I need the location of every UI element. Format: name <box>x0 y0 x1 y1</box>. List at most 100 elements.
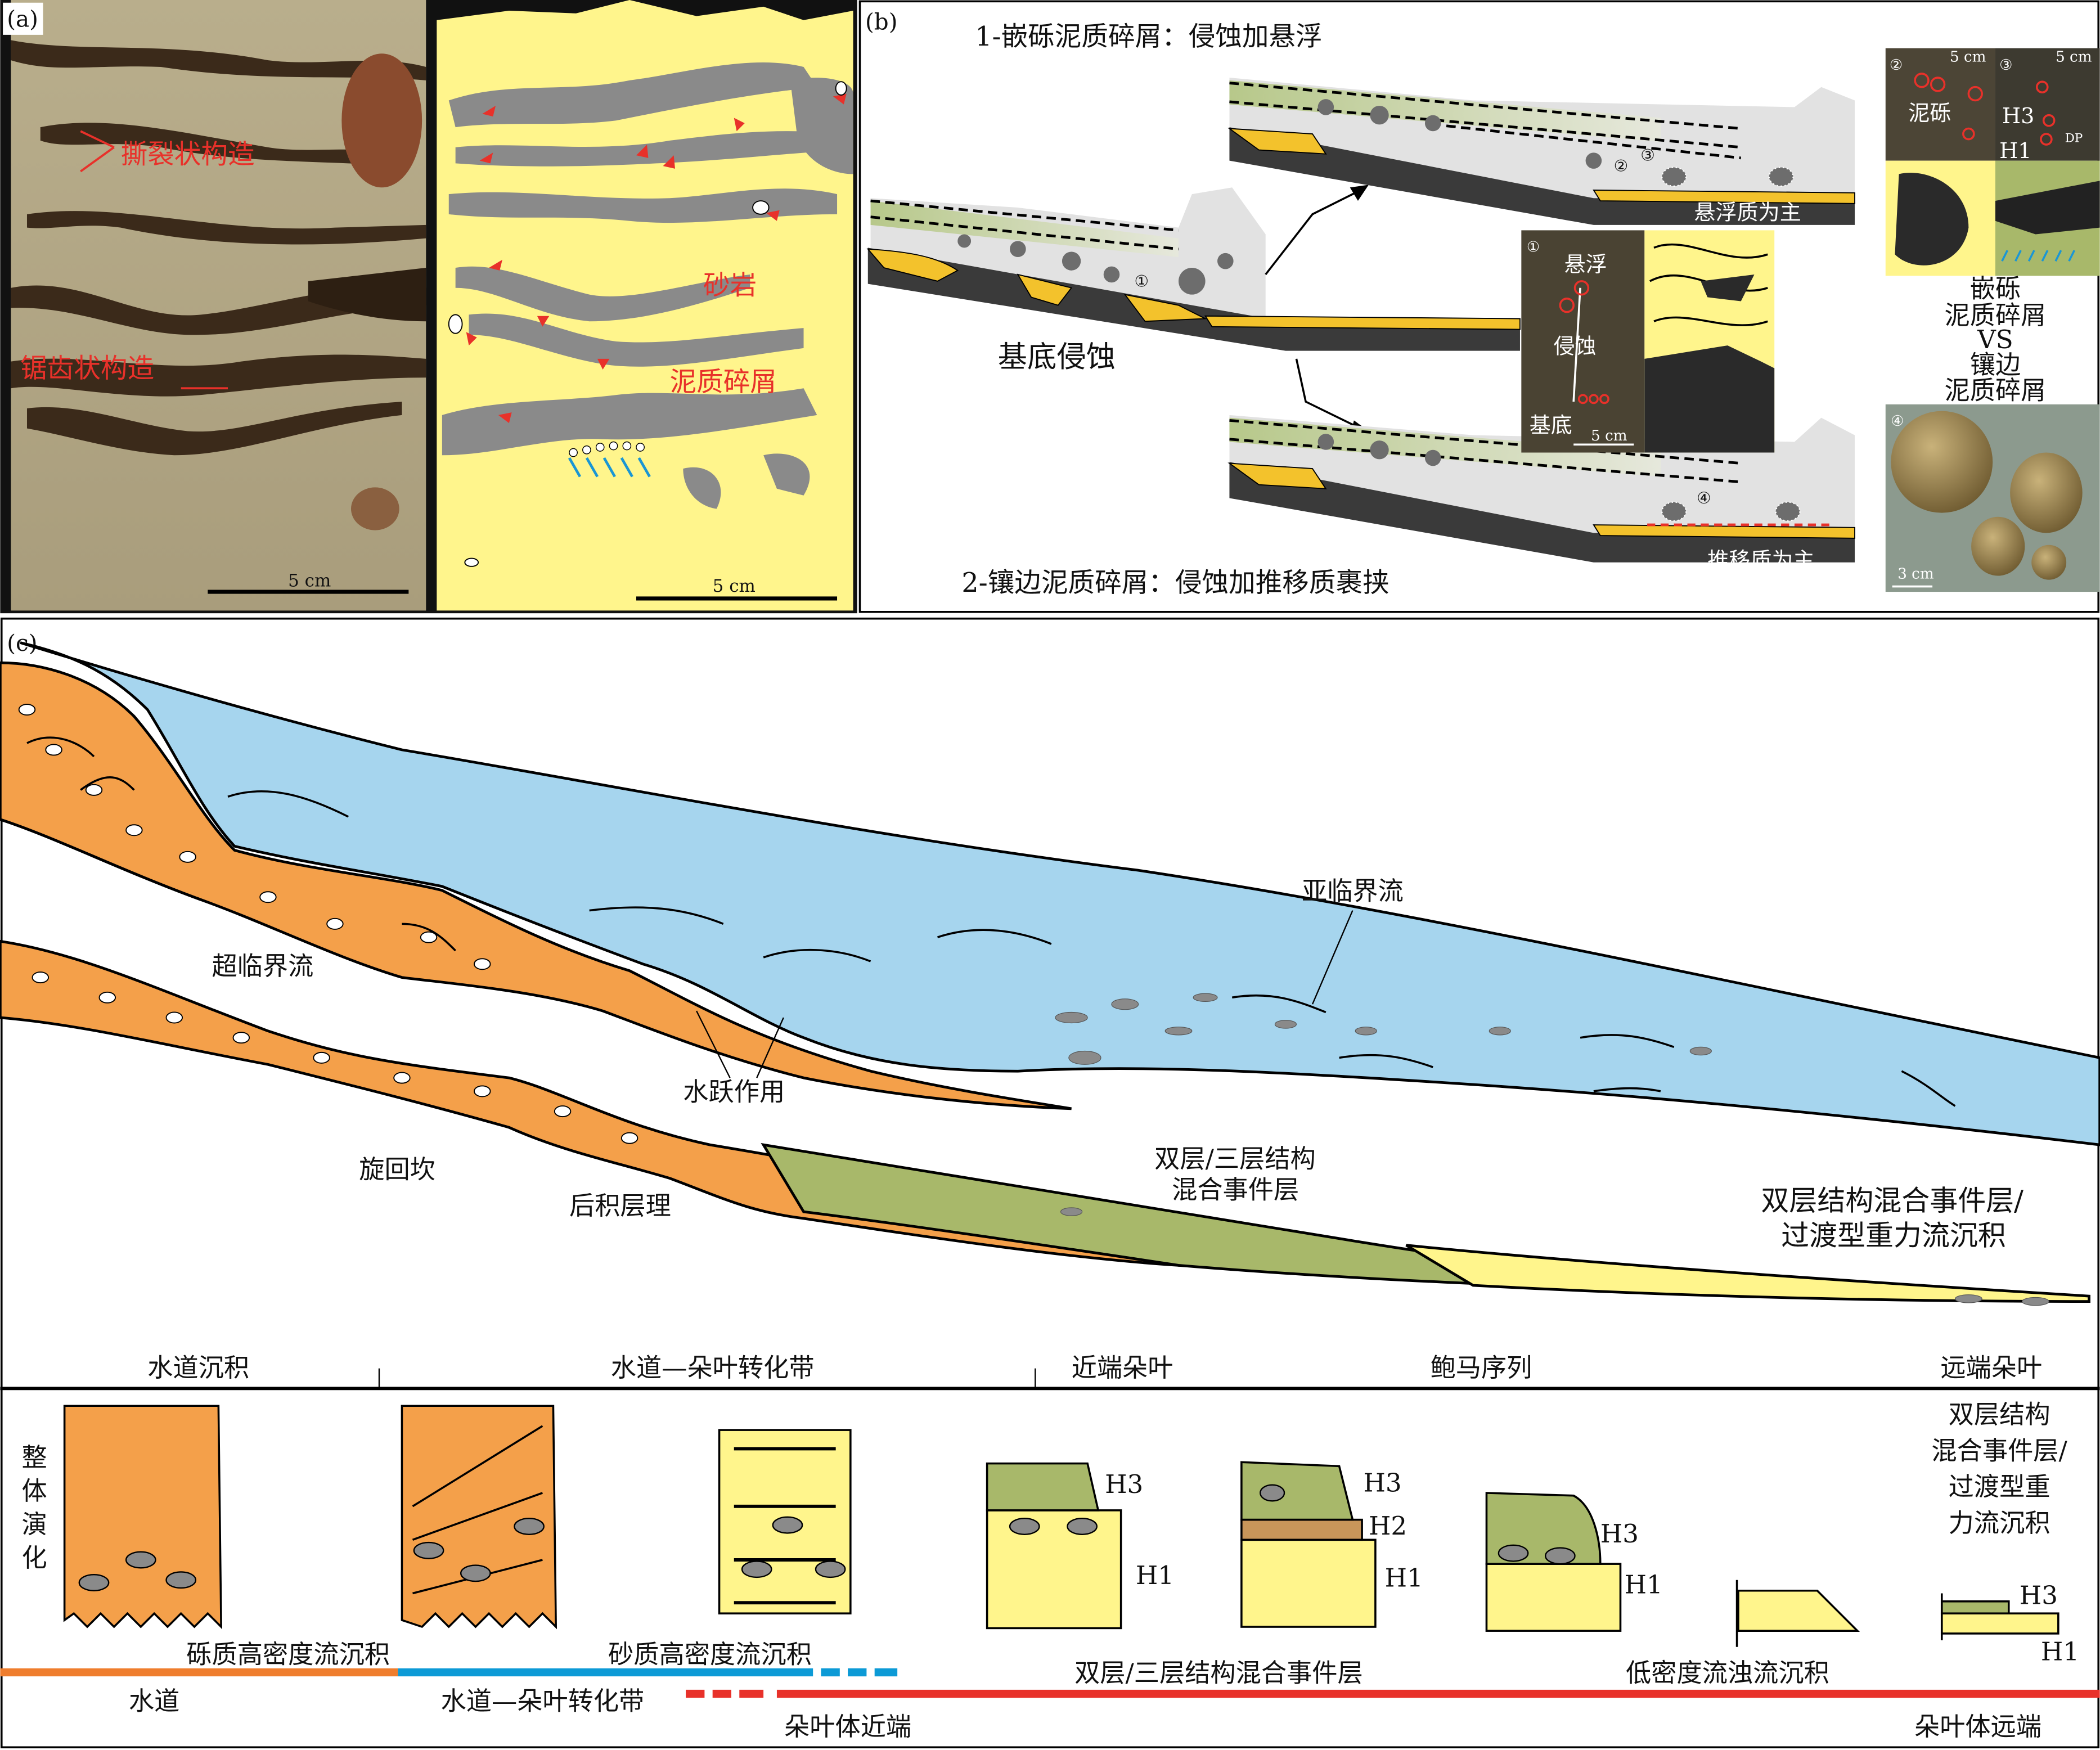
column-hybrid-2layer <box>986 1462 1122 1630</box>
panel-b: (b) 1-嵌砾泥质碎屑：侵蚀加悬浮 2-镶边泥质碎屑：侵蚀加推移质裹挟 基底侵… <box>858 0 2100 613</box>
drawing-scale-label: 5 cm <box>713 576 756 596</box>
h1-label: H1 <box>1385 1563 1423 1593</box>
flow-arrows <box>26 736 1956 1107</box>
turbidity-current <box>20 641 2100 1146</box>
arrow-down <box>1295 358 1367 433</box>
arrow-up <box>1265 186 1367 276</box>
inset-scale: 3 cm <box>1897 565 1934 582</box>
env-transition-label: 水道—朵叶转化带 <box>441 1686 645 1716</box>
erosion-label: 侵蚀 <box>1553 334 1596 358</box>
distal-label-line2: 过渡型重力流沉积 <box>1781 1220 2006 1252</box>
inset-scale: 5 cm <box>1591 428 1627 444</box>
comparison-text: 嵌砾 泥质碎屑 VS 镶边 泥质碎屑 <box>1945 273 2047 405</box>
inset-number: ③ <box>1999 57 2012 74</box>
zone-distal-lobe: 远端朵叶 <box>1940 1353 2042 1383</box>
h2-label: H2 <box>1369 1511 1407 1541</box>
subcritical-flow-label: 亚临界流 <box>1302 876 1404 906</box>
tear-structure-label: 撕裂状构造 <box>121 139 255 170</box>
panel-c: (c) 亚临界流 <box>0 617 2100 1749</box>
inset-number: ④ <box>1891 413 1904 430</box>
h3-label: H3 <box>1600 1519 1639 1549</box>
marker-3: ③ <box>1640 146 1655 165</box>
distal-text-line: 双层结构 <box>1949 1400 2050 1429</box>
mud-clast-label: 泥质碎屑 <box>670 367 777 398</box>
suspension-dominant-label: 悬浮质为主 <box>1694 200 1801 224</box>
marker-2: ② <box>1614 156 1629 176</box>
distal-text-line: 力流沉积 <box>1949 1508 2050 1538</box>
env-distal-lobe-label: 朵叶体远端 <box>1914 1712 2041 1742</box>
distal-text-line: 过渡型重 <box>1949 1472 2050 1502</box>
panel-label-b: (b) <box>865 8 897 35</box>
deposit-gravelly-label: 砾质高密度流沉积 <box>186 1639 390 1669</box>
cyclic-step-label: 旋回坎 <box>359 1155 435 1185</box>
distal-column-text: 双层结构 混合事件层/ 过渡型重 力流沉积 <box>1931 1400 2067 1538</box>
comparison-line: 镶边 <box>1970 350 2021 380</box>
clasts <box>18 704 638 1144</box>
yellow-unit <box>1405 1244 2090 1303</box>
sandstone-label: 砂岩 <box>703 271 757 302</box>
h3-label: H3 <box>2002 104 2034 128</box>
deposit-sandy-label: 砂质高密度流沉积 <box>608 1639 812 1669</box>
core-photo: 撕裂状构造 锯齿状构造 5 cm <box>11 0 426 611</box>
hybrid-label-line2: 混合事件层 <box>1172 1175 1299 1204</box>
env-channel-label: 水道 <box>129 1686 179 1716</box>
h1-label: H1 <box>1625 1570 1663 1600</box>
env-proximal-lobe-label: 朵叶体近端 <box>784 1712 911 1742</box>
column-clasts <box>78 1484 1576 1591</box>
inset-3: ③ 5 cm H3 H1 DP <box>1995 48 2100 276</box>
serrated-structure-label: 锯齿状构造 <box>20 353 154 384</box>
distal-text-line: 混合事件层/ <box>1931 1436 2067 1465</box>
h3-label: H3 <box>1105 1469 1143 1499</box>
title-embedded-clast: 1-嵌砾泥质碎屑：侵蚀加悬浮 <box>975 21 1322 52</box>
column-hybrid-3layer <box>1240 1461 1377 1628</box>
sediment-profile <box>0 641 2100 1303</box>
h1-label: H1 <box>1136 1560 1174 1590</box>
zone-channel: 水道沉积 <box>147 1353 249 1383</box>
hydraulic-jump-label: 水跃作用 <box>683 1077 785 1107</box>
inset-scale: 5 cm <box>1950 48 1986 65</box>
inset-2: ② 5 cm 泥砾 <box>1885 48 1995 276</box>
zone-proximal-lobe: 近端朵叶 <box>1072 1353 1173 1383</box>
h3-label: H3 <box>2020 1581 2058 1610</box>
zone-bouma: 鲍马序列 <box>1431 1353 1532 1383</box>
panel-label-a: (a) <box>7 6 38 33</box>
blue-flame-structures <box>568 457 651 478</box>
backset-bedding-label: 后积层理 <box>569 1191 671 1221</box>
inset-number: ② <box>1890 57 1903 74</box>
distal-label-line1: 双层结构混合事件层/ <box>1761 1185 2023 1217</box>
dp-label: DP <box>2065 131 2083 145</box>
evolution-char: 整 <box>21 1442 47 1472</box>
upper-orange-unit <box>0 661 1072 1110</box>
zone-transition: 水道—朵叶转化带 <box>611 1353 815 1383</box>
marker-4: ④ <box>1697 488 1711 507</box>
inset-number: ① <box>1527 239 1540 255</box>
comparison-line: VS <box>1977 325 2013 354</box>
basal-erosion-label: 基底侵蚀 <box>998 340 1116 374</box>
bedload-dominant-label: 推移质为主 <box>1707 548 1814 573</box>
suspension-label: 悬浮 <box>1564 252 1607 277</box>
comparison-line: 泥质碎屑 <box>1945 300 2047 330</box>
mud-gravel-label: 泥砾 <box>1908 101 1951 125</box>
zone-header: 水道沉积 水道—朵叶转化带 近端朵叶 鲍马序列 远端朵叶 <box>0 1353 2100 1391</box>
deposit-labels: 砾质高密度流沉积 砂质高密度流沉积 双层/三层结构混合事件层 低密度流浊流沉积 <box>186 1639 1829 1688</box>
h1-label: H1 <box>1999 138 2031 163</box>
title-armored-clast: 2-镶边泥质碎屑：侵蚀加推移质裹挟 <box>961 568 1389 599</box>
mud-clasts-in-flow <box>1055 993 2049 1306</box>
column-distal <box>1940 1593 2059 1640</box>
supercritical-flow-label: 超临界流 <box>212 951 313 981</box>
arrow-icon <box>80 130 115 173</box>
deposit-low-density-label: 低密度流浊流沉积 <box>1626 1658 1829 1688</box>
marker-1: ① <box>1134 271 1149 290</box>
column-low-density <box>1737 1589 1860 1632</box>
hybrid-label-line1: 双层/三层结构 <box>1154 1144 1316 1174</box>
evolution-label: 整 体 演 化 <box>21 1442 47 1573</box>
flow-model-erosion: 基底侵蚀 ① <box>866 187 1521 374</box>
red-arrows <box>466 93 847 424</box>
evolution-char: 演 <box>21 1509 47 1539</box>
panel-a: 撕裂状构造 锯齿状构造 5 cm <box>0 0 857 614</box>
deposit-hybrid-label: 双层/三层结构混合事件层 <box>1074 1658 1363 1688</box>
photo-scale-label: 5 cm <box>288 571 331 591</box>
layer-labels: H3 H1 H3 H2 H1 H3 H1 H3 H1 <box>1105 1468 2079 1667</box>
inset-1: ① 悬浮 侵蚀 基底 5 cm <box>1521 230 1775 453</box>
